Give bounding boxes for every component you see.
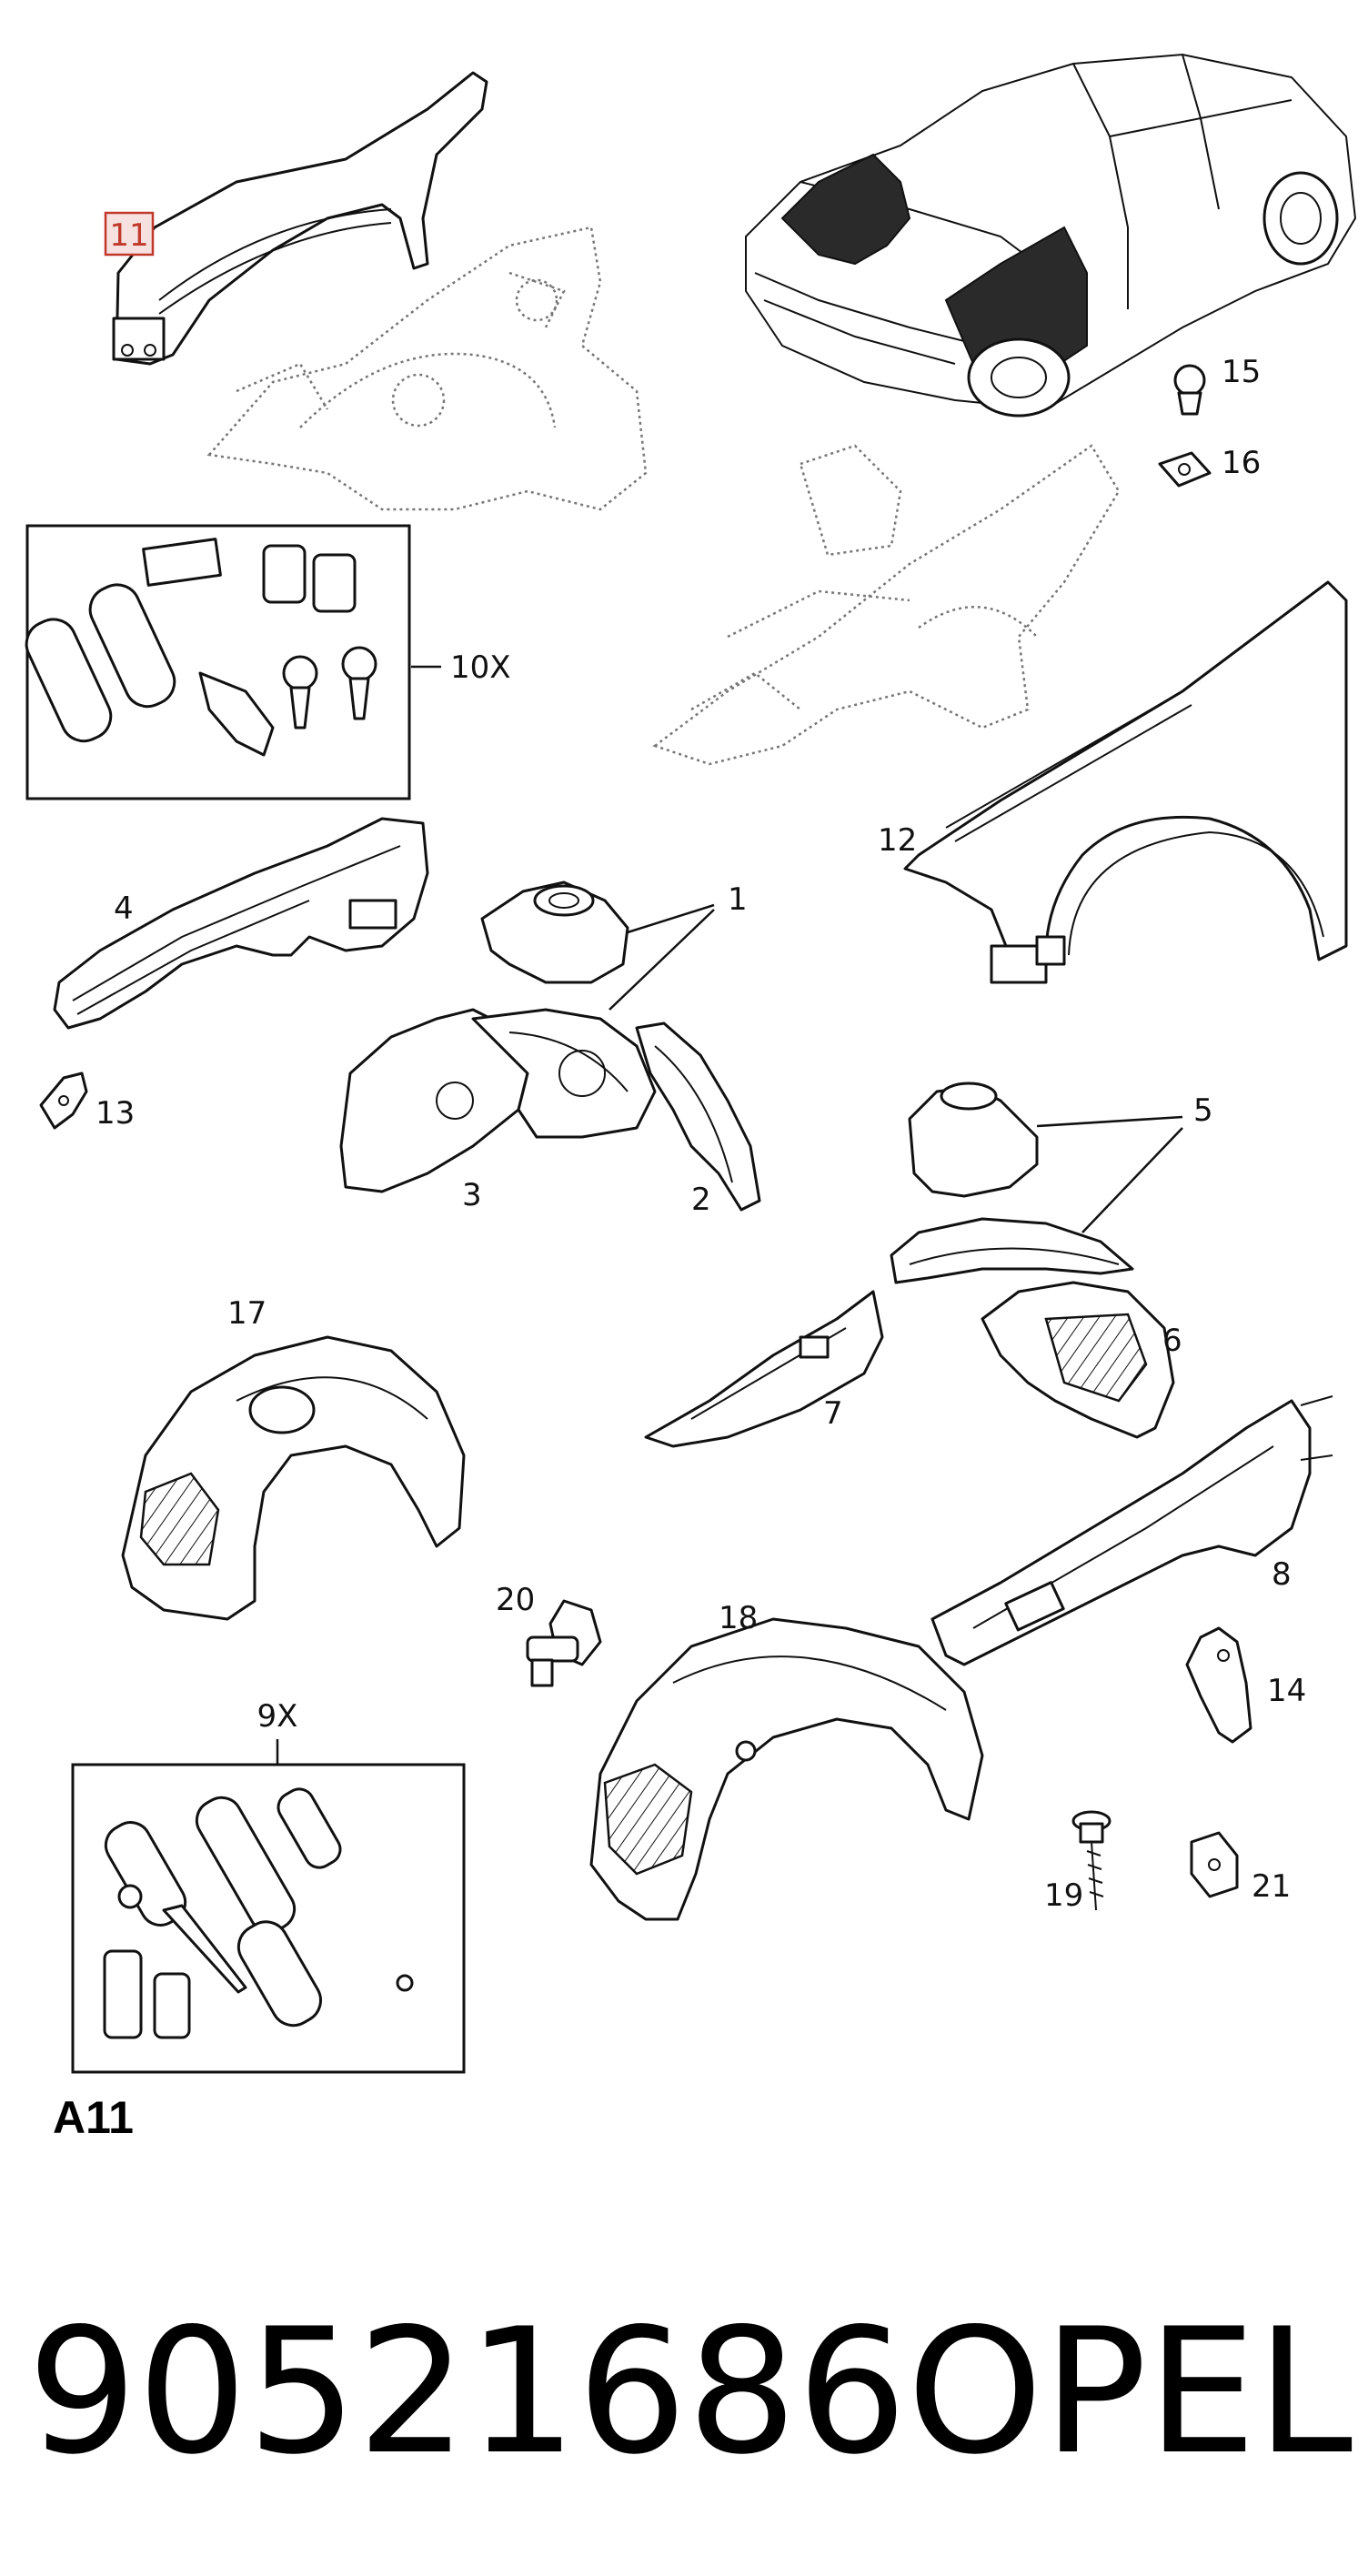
part-number: 90521686: [27, 2291, 908, 2492]
part-2-arch-piece[interactable]: [635, 1021, 761, 1212]
part-7-rail[interactable]: [644, 1290, 884, 1448]
callout-4: 4: [114, 891, 134, 927]
part-8-side-member[interactable]: [930, 1395, 1333, 1666]
callout-18: 18: [719, 1600, 758, 1636]
callout-11-box[interactable]: 11: [104, 211, 155, 257]
footer: 90521686 OPEL: [27, 2274, 1353, 2511]
kit-9x-box[interactable]: [71, 1763, 466, 2074]
car-overview: [745, 53, 1357, 418]
part-19-bolt[interactable]: [1071, 1810, 1112, 1911]
ghost-inner-wheelhouse-left: [206, 226, 648, 511]
part-4-upper-rail[interactable]: [53, 817, 429, 1030]
callout-3: 3: [462, 1177, 482, 1213]
callout-5: 5: [1193, 1092, 1213, 1129]
callout-14: 14: [1267, 1673, 1306, 1709]
brand-name: OPEL: [907, 2291, 1353, 2492]
part-13-bracket[interactable]: [39, 1072, 88, 1130]
part-16-clip-nut[interactable]: [1158, 451, 1212, 488]
callout-11: 11: [109, 217, 148, 254]
callout-13: 13: [96, 1095, 135, 1132]
section-code: A11: [53, 2092, 134, 2143]
part-1-strut-cap[interactable]: [480, 880, 629, 984]
ghost-inner-structure-center: [652, 444, 1121, 766]
callout-12: 12: [878, 822, 917, 859]
callout-8: 8: [1272, 1556, 1292, 1593]
part-6-wheelhouse-inner[interactable]: [981, 1281, 1175, 1439]
part-14-bracket[interactable]: [1185, 1626, 1252, 1744]
part-17-wheel-liner[interactable]: [121, 1335, 466, 1621]
part-5-strut-cap[interactable]: [908, 1082, 1039, 1198]
callout-16: 16: [1222, 445, 1261, 481]
callout-1: 1: [728, 881, 748, 918]
callout-20: 20: [496, 1582, 535, 1618]
callout-21: 21: [1252, 1868, 1291, 1905]
callout-7: 7: [823, 1395, 843, 1432]
part-21-clip[interactable]: [1190, 1831, 1239, 1898]
part-3-wheelhouse[interactable]: [339, 1008, 657, 1193]
part-11-inner-rail[interactable]: [112, 71, 488, 366]
callout-19: 19: [1044, 1877, 1083, 1914]
part-15-clip[interactable]: [1173, 364, 1206, 416]
part-20-rivet[interactable]: [526, 1599, 602, 1687]
callout-2: 2: [691, 1182, 711, 1218]
part-5-arch-panel[interactable]: [890, 1217, 1134, 1284]
callout-6: 6: [1162, 1323, 1182, 1359]
part-18-wheel-liner[interactable]: [589, 1617, 984, 1921]
callout-17: 17: [227, 1295, 267, 1332]
part-12-fender[interactable]: [903, 580, 1348, 984]
callout-10x: 10X: [450, 649, 511, 686]
kit-10x-box[interactable]: [19, 524, 411, 800]
callout-9x: 9X: [257, 1698, 298, 1735]
callout-15: 15: [1222, 354, 1261, 390]
